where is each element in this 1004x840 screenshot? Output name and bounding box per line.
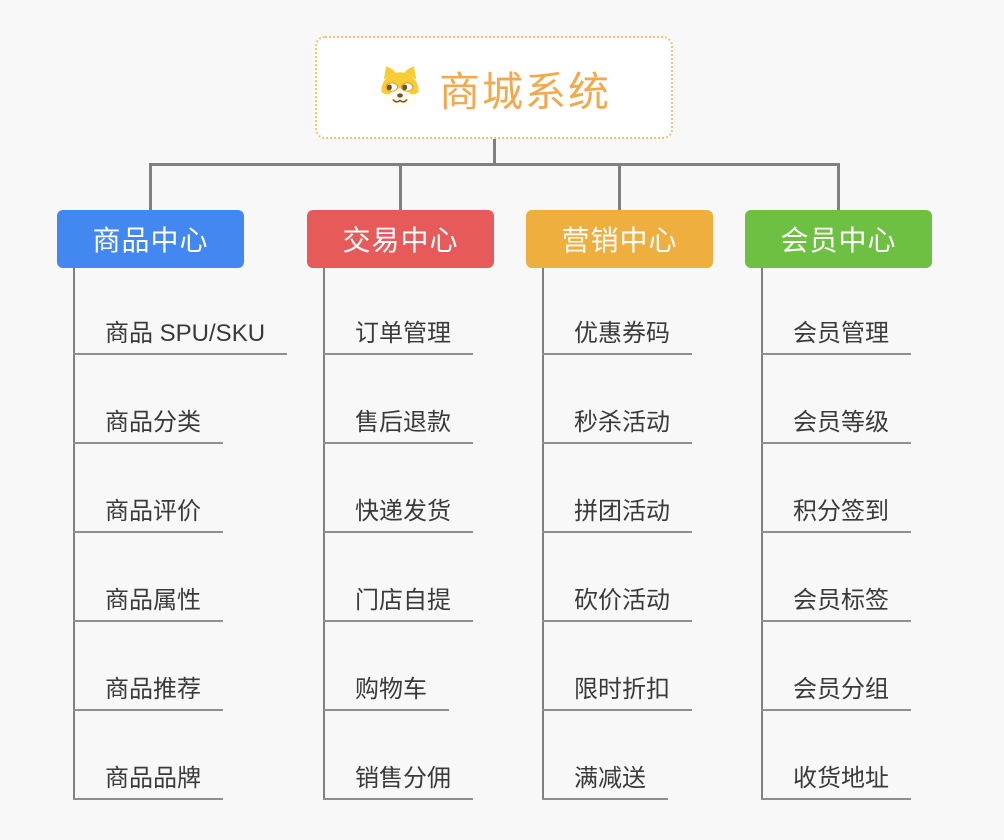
connector-drop	[618, 163, 621, 210]
item-label: 门店自提	[355, 587, 451, 614]
item-label: 会员管理	[793, 320, 889, 347]
mindmap-item[interactable]: 销售分佣	[323, 711, 473, 800]
item-label: 优惠券码	[574, 320, 670, 347]
branch-trunk-line	[323, 268, 325, 800]
item-label: 会员等级	[793, 409, 889, 436]
mindmap-item[interactable]: 商品评价	[73, 444, 223, 533]
connector-root-stub	[493, 137, 496, 163]
item-label: 拼团活动	[574, 498, 670, 525]
mindmap-item[interactable]: 满减送	[542, 711, 668, 800]
branch-label: 交易中心	[342, 225, 459, 256]
connector-drop	[837, 163, 840, 210]
item-label: 购物车	[355, 676, 427, 703]
mindmap-item[interactable]: 限时折扣	[542, 622, 692, 711]
branch-item-list: 订单管理 售后退款 快递发货 门店自提 购物车 销售分佣	[323, 268, 473, 800]
mindmap-item[interactable]: 砍价活动	[542, 533, 692, 622]
item-label: 满减送	[574, 765, 646, 792]
item-label: 积分签到	[793, 498, 889, 525]
item-label: 秒杀活动	[574, 409, 670, 436]
mindmap-item[interactable]: 售后退款	[323, 355, 473, 444]
item-label: 限时折扣	[574, 676, 670, 703]
branch-node[interactable]: 会员中心	[745, 210, 932, 268]
branch-label: 会员中心	[780, 225, 897, 256]
branch-item-list: 优惠券码 秒杀活动 拼团活动 砍价活动 限时折扣 满减送	[542, 268, 692, 800]
mindmap-item[interactable]: 门店自提	[323, 533, 473, 622]
mindmap-item[interactable]: 快递发货	[323, 444, 473, 533]
mindmap-item[interactable]: 拼团活动	[542, 444, 692, 533]
mindmap-item[interactable]: 收货地址	[761, 711, 911, 800]
branch-trunk-line	[73, 268, 75, 800]
mindmap-item[interactable]: 商品品牌	[73, 711, 223, 800]
connector-rail	[149, 163, 840, 166]
branch-trade-center: 交易中心 订单管理 售后退款 快递发货 门店自提 购物车 销售分佣	[307, 210, 547, 800]
branch-item-list: 会员管理 会员等级 积分签到 会员标签 会员分组 收货地址	[761, 268, 911, 800]
branch-member-center: 会员中心 会员管理 会员等级 积分签到 会员标签 会员分组 收货地址	[745, 210, 985, 800]
branch-item-list: 商品 SPU/SKU 商品分类 商品评价 商品属性 商品推荐 商品品牌	[73, 268, 288, 800]
branch-marketing-center: 营销中心 优惠券码 秒杀活动 拼团活动 砍价活动 限时折扣 满减送	[526, 210, 766, 800]
item-label: 商品评价	[105, 498, 201, 525]
item-label: 销售分佣	[355, 765, 451, 792]
mindmap-item[interactable]: 秒杀活动	[542, 355, 692, 444]
branch-product-center: 商品中心 商品 SPU/SKU 商品分类 商品评价 商品属性 商品推荐 商品品牌	[57, 210, 297, 800]
mindmap-item[interactable]: 商品推荐	[73, 622, 223, 711]
item-label: 砍价活动	[574, 587, 670, 614]
connector-drop	[149, 163, 152, 210]
mindmap-item[interactable]: 积分签到	[761, 444, 911, 533]
mindmap-item[interactable]: 商品分类	[73, 355, 223, 444]
mindmap-item[interactable]: 商品 SPU/SKU	[73, 268, 288, 355]
mindmap-item[interactable]: 会员分组	[761, 622, 911, 711]
mindmap-item[interactable]: 会员管理	[761, 268, 911, 355]
item-label: 商品属性	[105, 587, 201, 614]
mindmap-item[interactable]: 会员等级	[761, 355, 911, 444]
mindmap-item[interactable]: 商品属性	[73, 533, 223, 622]
branch-node[interactable]: 营销中心	[526, 210, 713, 268]
root-title: 商城系统	[439, 68, 611, 115]
branch-node[interactable]: 交易中心	[307, 210, 494, 268]
mindmap-item[interactable]: 优惠券码	[542, 268, 692, 355]
item-label: 商品 SPU/SKU	[105, 320, 266, 347]
root-node[interactable]: 商城系统	[315, 36, 673, 139]
item-label: 收货地址	[793, 765, 889, 792]
item-label: 订单管理	[355, 320, 451, 347]
mindmap-item[interactable]: 购物车	[323, 622, 449, 711]
mindmap-item[interactable]: 订单管理	[323, 268, 473, 355]
item-label: 商品分类	[105, 409, 201, 436]
branch-node[interactable]: 商品中心	[57, 210, 244, 268]
dog-face-icon	[377, 65, 423, 111]
item-label: 会员分组	[793, 676, 889, 703]
branch-trunk-line	[542, 268, 544, 800]
item-label: 会员标签	[793, 587, 889, 614]
item-label: 商品品牌	[105, 765, 201, 792]
item-label: 快递发货	[355, 498, 451, 525]
item-label: 商品推荐	[105, 676, 201, 703]
branch-label: 营销中心	[561, 225, 678, 256]
branch-label: 商品中心	[92, 225, 209, 256]
branch-trunk-line	[761, 268, 763, 800]
item-label: 售后退款	[355, 409, 451, 436]
connector-drop	[399, 163, 402, 210]
mindmap-item[interactable]: 会员标签	[761, 533, 911, 622]
